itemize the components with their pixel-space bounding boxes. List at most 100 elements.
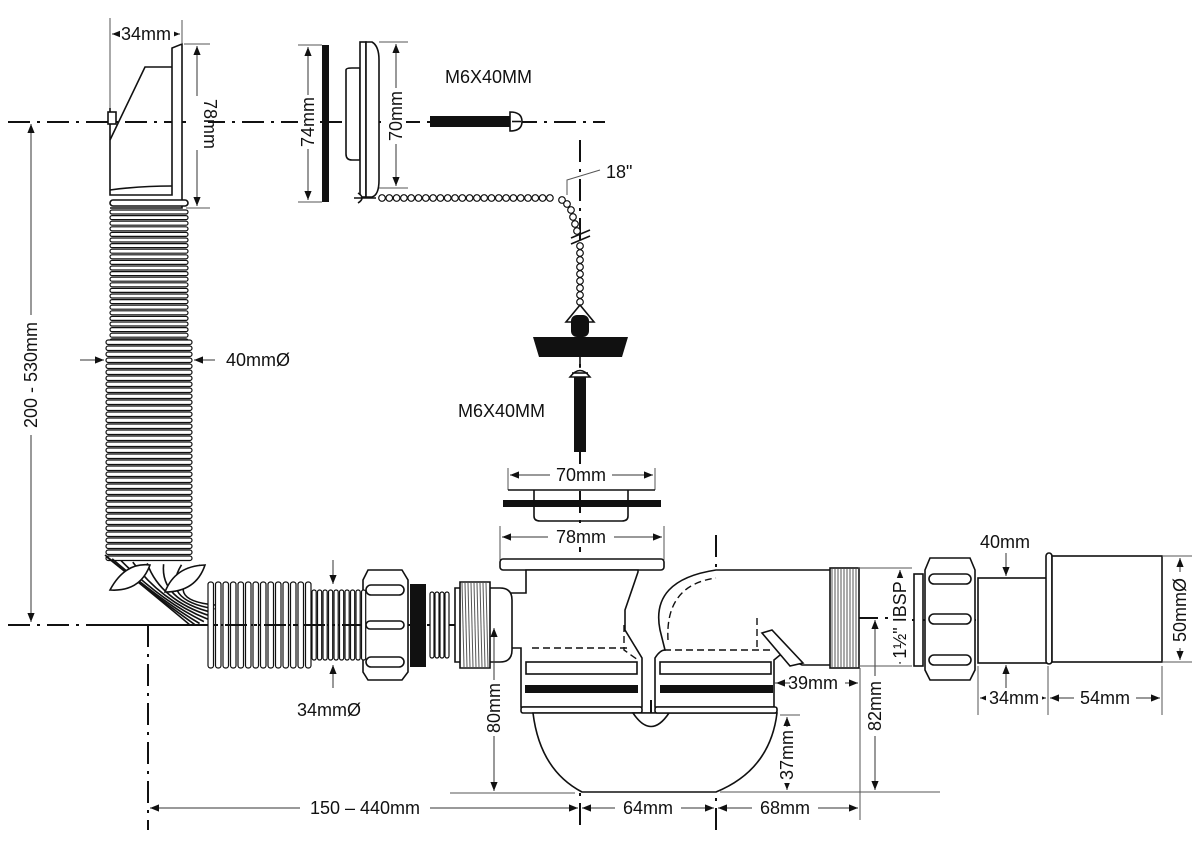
chain-bead [576, 263, 584, 271]
hose-rib [109, 287, 189, 293]
hose-rib [109, 327, 189, 333]
chain [354, 192, 584, 306]
hose-rib [105, 537, 193, 544]
hose-rib [105, 441, 193, 448]
hose-rib [105, 381, 193, 388]
overflow-depth-dim: 34mm [109, 18, 183, 108]
hose-rib [109, 271, 189, 277]
hose-rib [109, 321, 189, 327]
seal-depth-dim: 37mm [720, 714, 940, 793]
hose-rib [105, 357, 193, 364]
chain-bead [414, 194, 423, 202]
thread-line [461, 582, 465, 668]
outlet-height-dim: 80mm [450, 628, 575, 794]
cover-height-label: 70mm [386, 91, 406, 141]
thread-line [485, 582, 489, 668]
hose-rib [109, 231, 189, 237]
overflow-screw-label: M6X40MM [445, 67, 532, 87]
hose-vertical-range-dim: 200 - 530mm [20, 124, 42, 622]
hose-rib [109, 237, 189, 243]
hose-rib [105, 435, 193, 442]
hose-rib [105, 549, 193, 556]
chain-bead [509, 194, 518, 202]
overflow-cover-dim: 70mm [379, 41, 408, 189]
gasket-height-label: 74mm [298, 97, 318, 147]
overflow-cover-plate [345, 41, 380, 198]
chain-bead [385, 194, 394, 202]
vertical-range-label: 200 - 530mm [21, 322, 41, 428]
hose-rib [105, 387, 193, 394]
hose-outlet-diameter-dim: 34mmØ [297, 560, 361, 720]
chain-bead [524, 194, 532, 202]
hose-rib [109, 299, 189, 305]
hose-rib [105, 417, 193, 424]
hose-rib [105, 405, 193, 412]
grate-diameter-label: 70mm [556, 465, 606, 485]
chain-bead [465, 194, 474, 202]
hose-bend-rib [111, 558, 201, 625]
chain-bead [576, 270, 584, 278]
hose-diameter-label: 40mmØ [226, 350, 290, 370]
chain-bead [443, 194, 452, 202]
hose-rib [105, 363, 193, 370]
adaptor-length-b-label: 54mm [1080, 688, 1130, 708]
trap-outlet-washer [913, 573, 924, 667]
chain-bead [378, 194, 386, 202]
chain-bead [567, 206, 575, 214]
chain-bead [569, 213, 577, 221]
hose-rib [105, 393, 193, 400]
thread-line [473, 582, 477, 668]
thread-line [476, 582, 480, 668]
hose-rib [105, 453, 193, 460]
plug-screw-label: M6X40MM [458, 401, 545, 421]
overflow-height-dim: 78mm [184, 43, 220, 209]
chain-bead [571, 220, 579, 228]
adaptor-diameter-dim: 50mmØ [1162, 555, 1192, 663]
chain-bead [436, 194, 445, 202]
hose-rib [360, 589, 367, 661]
chain-bead [400, 194, 408, 202]
hose-rib [109, 282, 189, 288]
hose-bend-fold [108, 563, 152, 591]
flange-diameter-label: 78mm [556, 527, 606, 547]
thread-line [482, 582, 486, 668]
thread-line [467, 582, 471, 668]
hose-rib [105, 519, 193, 526]
plug [533, 303, 628, 368]
chain-bead [576, 277, 584, 285]
hose-rib [105, 429, 193, 436]
chain-bead [516, 194, 525, 202]
chain-bead [502, 194, 511, 202]
hose-nut [362, 569, 450, 681]
hose-rib [109, 243, 189, 249]
hose-rib [109, 332, 189, 338]
seal-depth-label: 37mm [777, 730, 797, 780]
hose-rib [109, 220, 189, 226]
waste-grate [503, 489, 661, 522]
hose-rib [105, 423, 193, 430]
hose-rib [105, 507, 193, 514]
hose-rib [105, 531, 193, 538]
chain-bead [421, 194, 430, 202]
hose-rib [105, 339, 193, 346]
horizontal-range-label: 150 – 440mm [310, 798, 420, 818]
chain-bead [451, 194, 459, 202]
chain-bead [494, 194, 503, 202]
seal-ring [434, 591, 440, 659]
chain-length-callout: 18" [566, 162, 632, 245]
hose-rib [109, 276, 189, 282]
hose-rib [105, 375, 193, 382]
hose-rib [109, 310, 189, 316]
adaptor-inner-label: 40mm [980, 532, 1030, 552]
flexible-hose [104, 209, 367, 669]
overflow-height-label: 78mm [200, 99, 220, 149]
chain-bead [573, 227, 581, 235]
plug-screw [568, 369, 592, 452]
hose-rib [109, 265, 189, 271]
thread-size-label: 1½" IBSP [890, 581, 910, 658]
chain-bead [576, 242, 584, 250]
chain-bead [563, 200, 571, 208]
hose-rib [109, 293, 189, 299]
hose-rib [105, 495, 193, 502]
adaptor-diameter-label: 50mmØ [1170, 578, 1190, 642]
